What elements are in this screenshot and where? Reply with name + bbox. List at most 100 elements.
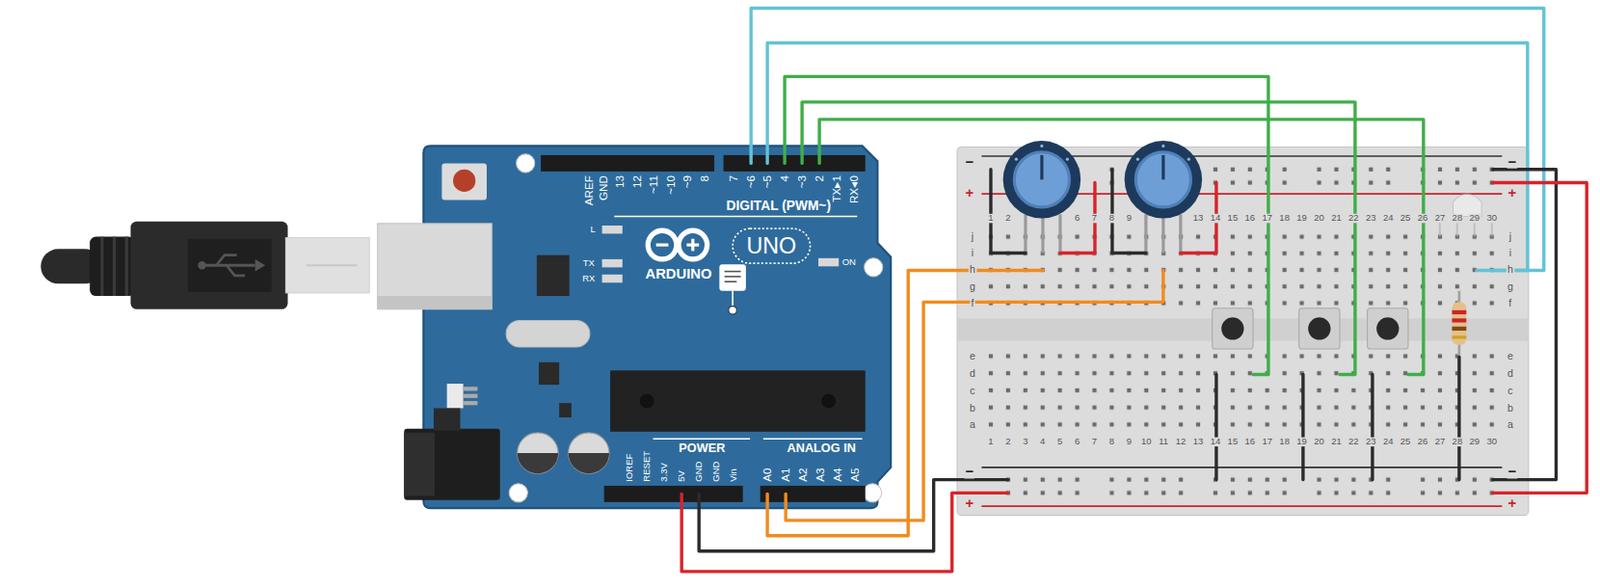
row-letter: e <box>968 350 977 362</box>
pin-label: A1 <box>779 467 792 481</box>
column-number: 4 <box>1039 437 1046 448</box>
rail-sign: − <box>963 464 975 480</box>
arduino-board <box>377 145 892 508</box>
pin-label: AREF <box>583 175 595 206</box>
column-number: 18 <box>1278 213 1291 224</box>
row-letter: b <box>1506 402 1515 414</box>
pin-label: ~11 <box>648 175 661 194</box>
column-number: 19 <box>1295 213 1308 224</box>
column-number: 29 <box>1467 437 1481 448</box>
column-number: 14 <box>1209 437 1223 448</box>
column-number: 23 <box>1364 437 1378 448</box>
led-label: RX <box>582 273 595 284</box>
column-number: 28 <box>1451 213 1465 224</box>
column-number: 12 <box>1174 437 1188 448</box>
pin-label: A2 <box>797 467 809 481</box>
column-number: 11 <box>1157 437 1170 448</box>
column-number: 25 <box>1399 213 1413 224</box>
header-title: ANALOG IN <box>787 441 856 454</box>
pin-label: ~5 <box>761 175 774 188</box>
pin-label: RESET <box>641 451 652 482</box>
breadboard <box>957 146 1529 515</box>
row-letter: a <box>968 419 977 430</box>
column-number: 26 <box>1416 437 1430 448</box>
column-number: 6 <box>1073 213 1081 224</box>
column-number: 17 <box>1260 213 1274 224</box>
pin-label: ~10 <box>666 175 678 195</box>
column-number: 14 <box>1209 213 1223 224</box>
led-label: L <box>589 224 595 235</box>
column-number: 30 <box>1485 437 1498 448</box>
column-number: 29 <box>1467 213 1481 224</box>
column-number: 20 <box>1312 437 1326 448</box>
row-letter: g <box>968 281 977 293</box>
pin-label: 3.3V <box>659 462 669 482</box>
row-letter: i <box>1508 247 1513 259</box>
column-number: 24 <box>1382 437 1395 448</box>
rail-sign: + <box>1507 496 1519 511</box>
row-letter: i <box>970 247 975 259</box>
column-number: 13 <box>1192 213 1205 224</box>
pin-label: Vin <box>728 468 739 482</box>
column-number: 15 <box>1226 437 1240 448</box>
led-label: TX <box>583 258 595 268</box>
column-number: 26 <box>1416 213 1430 224</box>
column-number: 5 <box>1056 437 1064 448</box>
pin-label: A4 <box>831 467 844 481</box>
potentiometer <box>1124 140 1202 253</box>
column-number: 27 <box>1434 213 1447 224</box>
header-title: POWER <box>678 441 725 454</box>
row-letter: h <box>1506 264 1515 275</box>
pin-label: 7 <box>727 175 740 182</box>
pin-label: ~9 <box>682 175 694 188</box>
row-letter: h <box>968 264 977 275</box>
column-number: 9 <box>1125 437 1133 448</box>
pin-label: 8 <box>699 175 712 182</box>
pin-label: A0 <box>761 467 774 481</box>
column-number: 21 <box>1330 213 1343 224</box>
row-letter: e <box>1506 350 1515 362</box>
column-number: 30 <box>1485 213 1498 224</box>
row-letter: g <box>1506 281 1515 293</box>
column-number: 16 <box>1243 213 1256 224</box>
column-number: 8 <box>1108 213 1116 224</box>
column-number: 15 <box>1226 213 1240 224</box>
column-number: 22 <box>1347 437 1360 448</box>
pin-label: GND <box>598 175 611 201</box>
column-number: 9 <box>1125 213 1133 224</box>
pin-label: 5V <box>676 470 687 482</box>
wire <box>681 7 1587 571</box>
column-number: 19 <box>1295 437 1308 448</box>
column-number: 1 <box>986 437 994 448</box>
pin-label: TX▸1 <box>830 175 843 203</box>
row-letter: j <box>1508 231 1513 242</box>
pin-label: GND <box>693 461 704 482</box>
rail-sign: − <box>963 154 975 169</box>
pin-label: A3 <box>814 467 827 481</box>
potentiometer <box>1003 140 1081 253</box>
column-number: 17 <box>1260 437 1274 448</box>
rail-sign: + <box>963 496 975 511</box>
column-number: 2 <box>1004 213 1012 224</box>
column-number: 1 <box>986 213 994 224</box>
pin-label: 12 <box>632 175 644 188</box>
pin-label: IOREF <box>624 453 635 482</box>
header-title: DIGITAL (PWM~) <box>726 198 831 213</box>
row-letter: d <box>968 368 977 379</box>
led-label: ON <box>842 257 856 267</box>
rail-sign: + <box>1507 186 1519 201</box>
pin-label: GND <box>711 461 721 482</box>
row-letter: d <box>1506 368 1515 379</box>
brand-label: ARDUINO <box>644 266 712 281</box>
column-number: 21 <box>1330 437 1343 448</box>
row-letter: c <box>1506 385 1514 397</box>
column-number: 8 <box>1108 437 1116 448</box>
pin-label: ~6 <box>745 175 757 188</box>
rail-sign: − <box>1507 154 1519 169</box>
column-number: 24 <box>1382 213 1395 224</box>
column-number: 18 <box>1278 437 1291 448</box>
model-label: UNO <box>746 234 797 257</box>
column-number: 22 <box>1347 213 1360 224</box>
